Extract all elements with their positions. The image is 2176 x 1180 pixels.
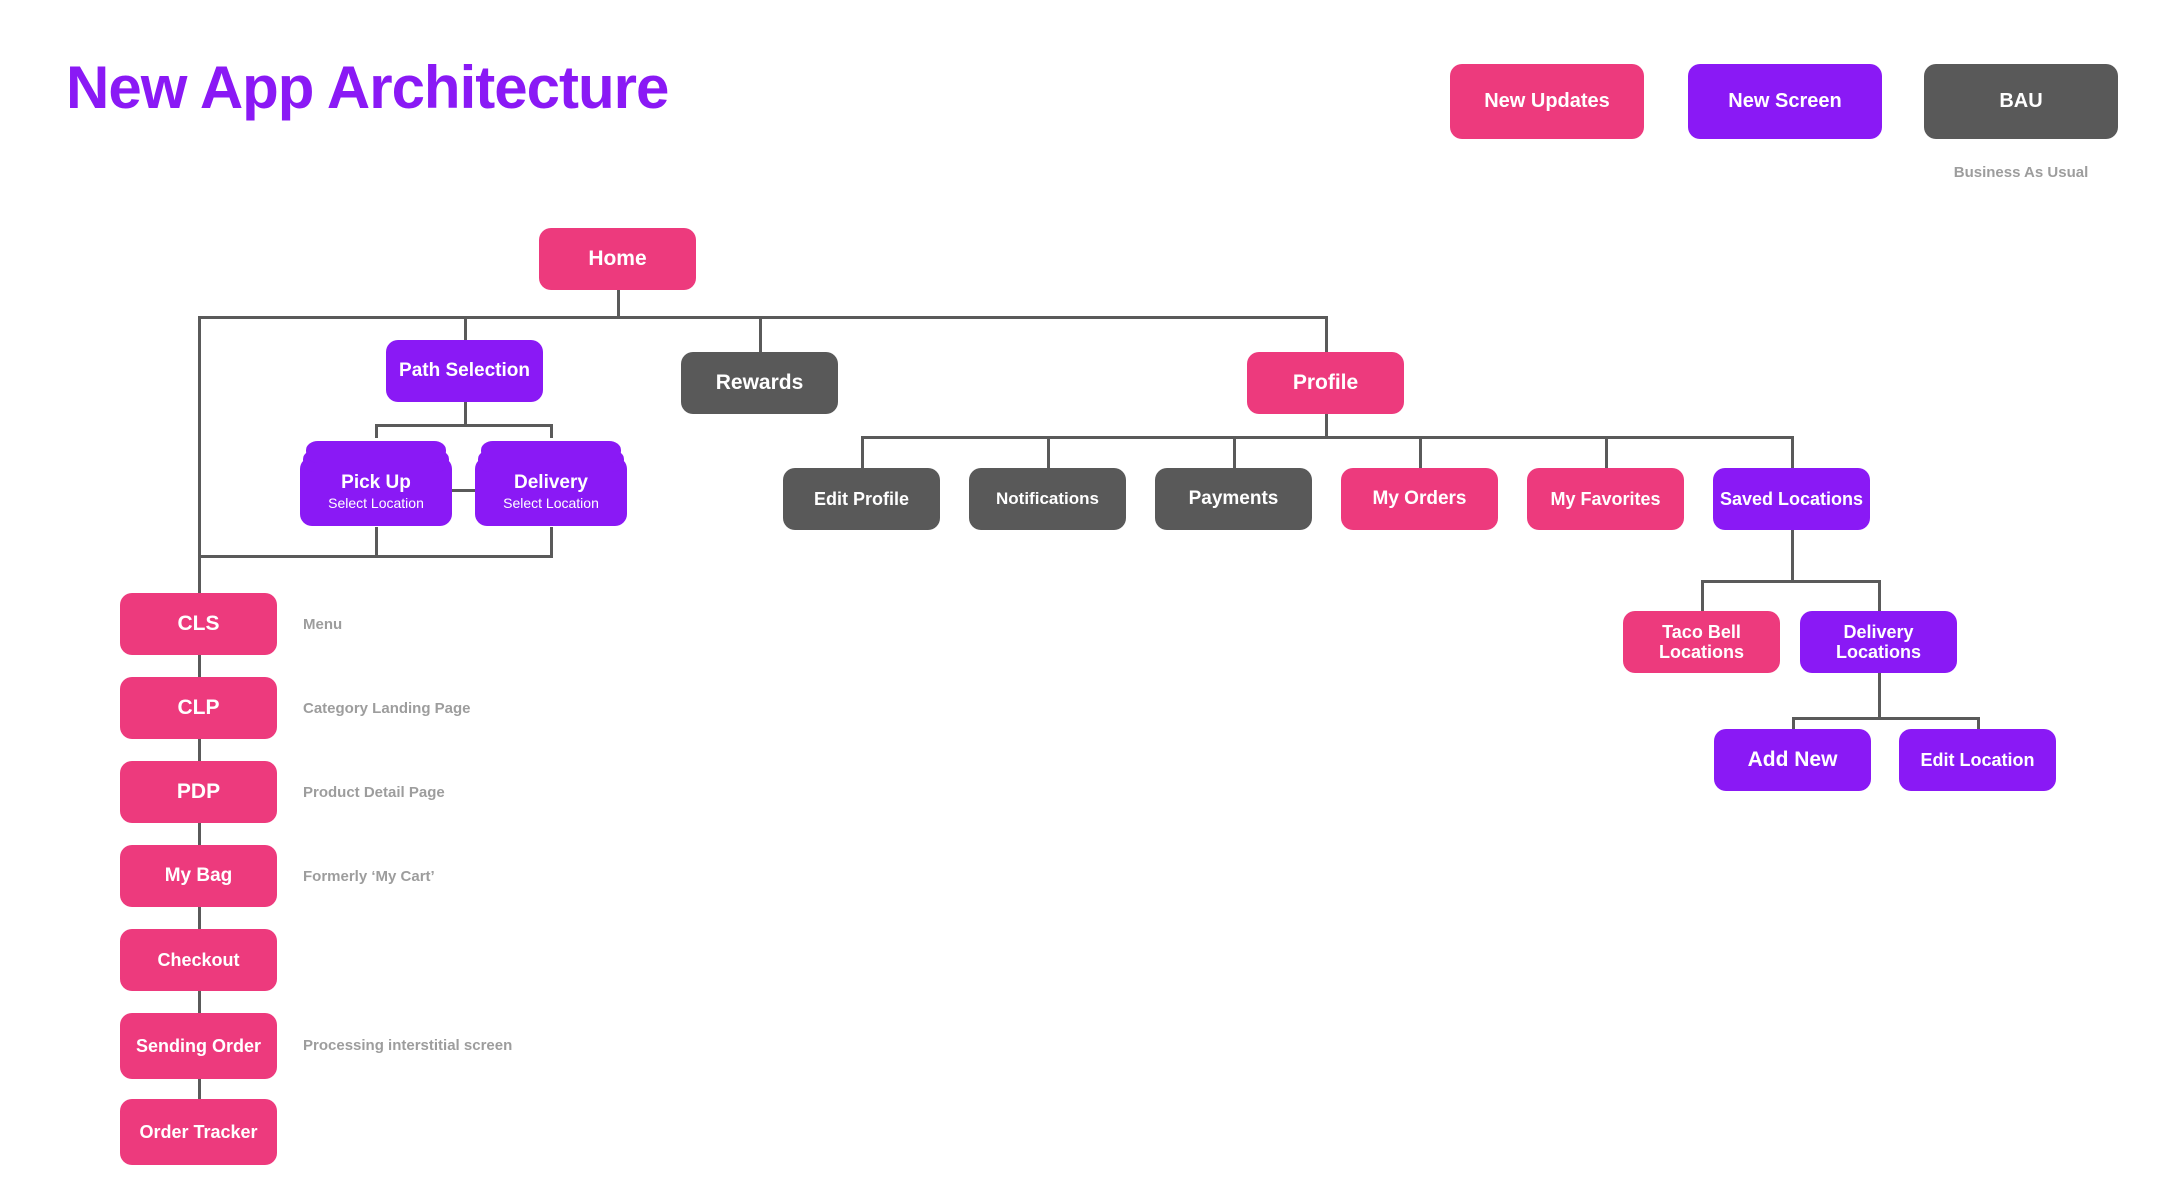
node-checkout[interactable]: Checkout (120, 929, 277, 991)
node-pick-up-label: Pick Up (341, 471, 411, 493)
connector-drop-path-selection (464, 316, 467, 342)
node-add-new-label: Add New (1747, 748, 1838, 772)
node-delivery-locations[interactable]: Delivery Locations (1800, 611, 1957, 673)
connector-cls-clp (198, 655, 201, 680)
node-my-bag-label: My Bag (164, 865, 233, 887)
node-sending-order-label: Sending Order (135, 1035, 261, 1056)
node-notifications[interactable]: Notifications (969, 468, 1126, 530)
legend-key-new-updates[interactable]: New Updates (1450, 64, 1644, 139)
connector-drop-my-favorites (1605, 436, 1608, 468)
connector-drop-left-column (198, 316, 201, 594)
node-add-new[interactable]: Add New (1714, 729, 1871, 791)
node-my-orders-label: My Orders (1372, 488, 1467, 510)
node-order-tracker-label: Order Tracker (139, 1121, 258, 1142)
connector-delivery-locations-bus (1792, 717, 1980, 720)
node-home[interactable]: Home (539, 228, 696, 290)
connector-clp-pdp (198, 739, 201, 764)
node-delivery-locations-label: Delivery Locations (1835, 621, 1921, 662)
connector-checkout-sending-order (198, 991, 201, 1016)
connector-order-path-bus (198, 555, 553, 558)
node-payments-label: Payments (1188, 488, 1279, 510)
connector-profile-bus (861, 436, 1791, 439)
node-edit-profile[interactable]: Edit Profile (783, 468, 940, 530)
annotation-my-bag: Formerly ‘My Cart’ (303, 868, 435, 885)
connector-drop-rewards (759, 316, 762, 354)
connector-delivery-stem-down (550, 527, 553, 557)
node-pdp[interactable]: PDP (120, 761, 277, 823)
legend-bau-caption: Business As Usual (1953, 164, 2089, 181)
connector-top-bus (198, 316, 1328, 319)
node-saved-locations[interactable]: Saved Locations (1713, 468, 1870, 530)
connector-sending-order-order-tracker (198, 1077, 201, 1102)
node-cls[interactable]: CLS (120, 593, 277, 655)
node-taco-bell-locations[interactable]: Taco Bell Locations (1623, 611, 1780, 673)
annotation-clp: Category Landing Page (303, 700, 471, 717)
connector-delivery-locations-stem (1878, 673, 1881, 719)
annotation-sending-order: Processing interstitial screen (303, 1037, 513, 1054)
node-order-tracker[interactable]: Order Tracker (120, 1099, 277, 1165)
node-edit-location[interactable]: Edit Location (1899, 729, 2056, 791)
node-rewards-label: Rewards (715, 371, 804, 395)
node-clp[interactable]: CLP (120, 677, 277, 739)
connector-drop-profile (1325, 316, 1328, 354)
node-edit-location-label: Edit Location (1920, 749, 2035, 770)
annotation-cls: Menu (303, 616, 343, 633)
node-cls-label: CLS (177, 612, 220, 636)
connector-drop-taco-bell-locations (1701, 580, 1704, 612)
connector-drop-notifications (1047, 436, 1050, 468)
node-profile[interactable]: Profile (1247, 352, 1404, 414)
node-delivery-sublabel: Select Location (503, 495, 599, 512)
node-saved-locations-label: Saved Locations (1719, 488, 1864, 509)
node-edit-profile-label: Edit Profile (813, 488, 909, 509)
node-my-favorites[interactable]: My Favorites (1527, 468, 1684, 530)
legend-key-bau[interactable]: BAU (1924, 64, 2118, 139)
connector-saved-locations-bus (1701, 580, 1881, 583)
connector-path-selection-stem (464, 400, 467, 426)
annotation-pdp: Product Detail Page (303, 784, 445, 801)
node-home-label: Home (588, 247, 647, 271)
connector-drop-saved-locations (1791, 436, 1794, 468)
node-my-orders[interactable]: My Orders (1341, 468, 1498, 530)
node-pdp-label: PDP (176, 780, 221, 804)
connector-saved-locations-stem (1791, 530, 1794, 582)
connector-home-stem (617, 290, 620, 318)
connector-drop-delivery-locations (1878, 580, 1881, 612)
node-delivery[interactable]: Delivery Select Location (475, 438, 627, 526)
node-taco-bell-locations-label: Taco Bell Locations (1658, 621, 1744, 662)
connector-drop-my-orders (1419, 436, 1422, 468)
node-payments[interactable]: Payments (1155, 468, 1312, 530)
node-my-favorites-label: My Favorites (1550, 488, 1661, 509)
node-sending-order[interactable]: Sending Order (120, 1013, 277, 1079)
node-profile-label: Profile (1292, 371, 1359, 395)
connector-profile-stem (1325, 410, 1328, 438)
connector-drop-edit-profile (861, 436, 864, 468)
connector-pick-up-stem-down (375, 527, 378, 557)
node-path-selection[interactable]: Path Selection (386, 340, 543, 402)
legend-key-new-screen[interactable]: New Screen (1688, 64, 1882, 139)
node-notifications-label: Notifications (996, 489, 1099, 509)
node-clp-label: CLP (177, 696, 220, 720)
node-delivery-label: Delivery (514, 471, 588, 493)
node-pick-up-sublabel: Select Location (328, 495, 424, 512)
connector-path-selection-bus (375, 424, 553, 427)
node-checkout-label: Checkout (157, 949, 240, 970)
node-pick-up[interactable]: Pick Up Select Location (300, 438, 452, 526)
connector-pickup-delivery-link (449, 489, 478, 492)
connector-my-bag-checkout (198, 907, 201, 932)
node-my-bag[interactable]: My Bag (120, 845, 277, 907)
connector-drop-payments (1233, 436, 1236, 468)
node-path-selection-label: Path Selection (399, 360, 530, 382)
node-rewards[interactable]: Rewards (681, 352, 838, 414)
page-title: New App Architecture (66, 54, 669, 121)
connector-pdp-my-bag (198, 823, 201, 848)
